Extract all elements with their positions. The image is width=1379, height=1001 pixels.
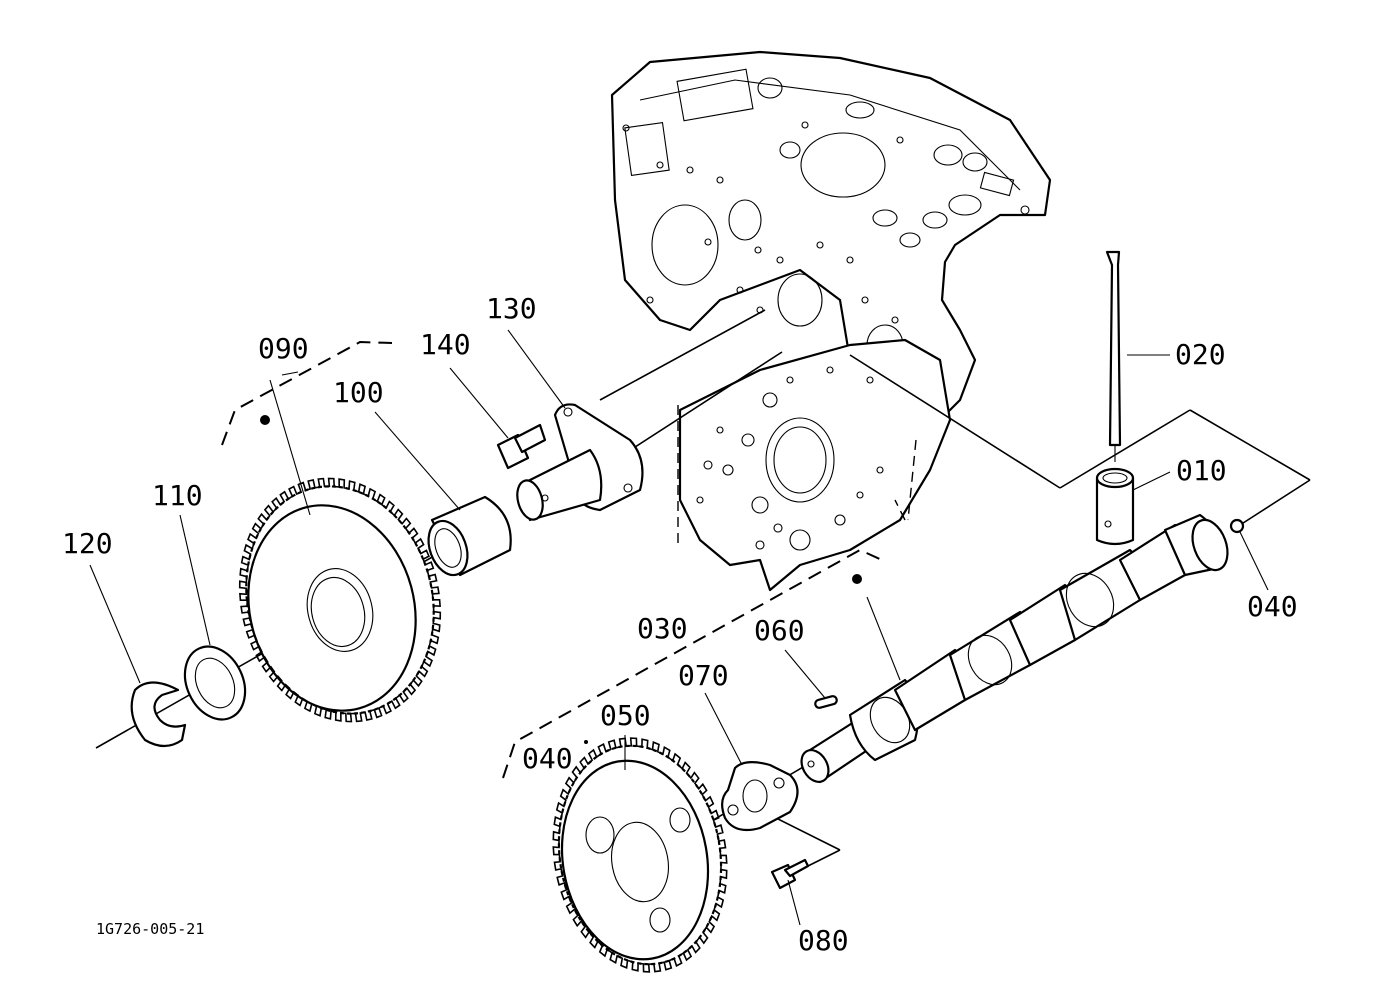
feather-key <box>814 695 838 709</box>
callout-040-group: 040 <box>522 742 573 775</box>
steel-ball <box>1229 518 1245 534</box>
callout-040-camshaft: 040 <box>1247 590 1298 623</box>
callout-010: 010 <box>1176 454 1227 487</box>
bushing <box>427 495 512 577</box>
callout-080: 080 <box>798 924 849 957</box>
callout-100: 100 <box>333 376 384 409</box>
cam-gear <box>552 737 728 973</box>
thrust-collar <box>183 645 247 721</box>
callout-050: 050 <box>600 699 651 732</box>
shaft-bolt <box>496 423 547 470</box>
stopper-bolt <box>770 858 810 890</box>
cam-gear-teeth <box>552 737 728 973</box>
case-outline <box>677 405 917 545</box>
idle-gear-teeth <box>238 477 442 723</box>
gear-case-housing <box>610 50 1052 452</box>
external-circlip <box>130 681 187 748</box>
leader-lines <box>89 329 1269 926</box>
callout-120: 120 <box>62 527 113 560</box>
callout-070: 070 <box>678 659 729 692</box>
camshaft <box>800 513 1229 784</box>
tappet <box>1095 467 1135 546</box>
drawing-code: 1G726-005-21 <box>96 920 204 938</box>
callout-130: 130 <box>486 292 537 325</box>
camshaft-stopper <box>721 761 799 832</box>
callout-060: 060 <box>754 614 805 647</box>
idle-gear-shaft <box>516 403 644 522</box>
group-030-bracket <box>502 548 883 779</box>
group-030-marker <box>852 574 862 584</box>
callout-110: 110 <box>152 479 203 512</box>
callout-020: 020 <box>1175 338 1226 371</box>
push-rod <box>1105 250 1122 462</box>
callout-090: 090 <box>258 332 309 365</box>
front-plate <box>678 338 952 592</box>
callout-140: 140 <box>420 328 471 361</box>
callout-030: 030 <box>637 612 688 645</box>
group-090-marker <box>260 415 270 425</box>
group-040-marker <box>584 740 588 744</box>
idle-gear <box>238 477 442 723</box>
